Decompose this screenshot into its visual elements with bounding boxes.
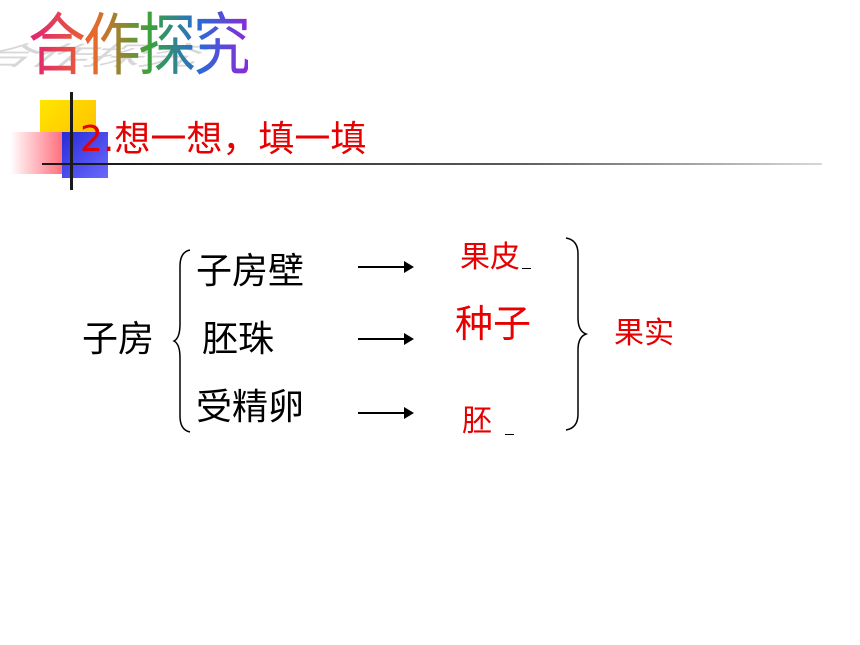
result-label-seed: 种子 — [455, 302, 532, 346]
decor-blue-square — [62, 132, 108, 178]
blank-underline-2 — [505, 434, 514, 435]
part-label-zygote: 受精卵 — [196, 387, 305, 428]
root-label: 子房 — [82, 319, 155, 360]
part-label-ovule: 胚珠 — [202, 319, 275, 360]
decor-vertical-line — [70, 92, 73, 190]
arrow-1 — [358, 261, 414, 273]
wordart-title: 合作探究 — [28, 5, 251, 86]
left-brace — [172, 249, 191, 433]
combined-label-fruit: 果实 — [614, 316, 674, 351]
right-brace — [565, 237, 589, 431]
section-heading: 2.想一想，填一填 — [80, 119, 367, 160]
arrow-2 — [358, 333, 414, 345]
part-label-ovary-wall: 子房壁 — [196, 251, 305, 292]
arrow-3 — [358, 407, 414, 419]
header-divider — [42, 163, 822, 165]
blank-underline-1 — [522, 268, 531, 269]
result-label-embryo: 胚 — [462, 404, 492, 439]
result-label-pericarp: 果皮 — [460, 240, 520, 275]
decor-red-gradient — [10, 132, 70, 174]
